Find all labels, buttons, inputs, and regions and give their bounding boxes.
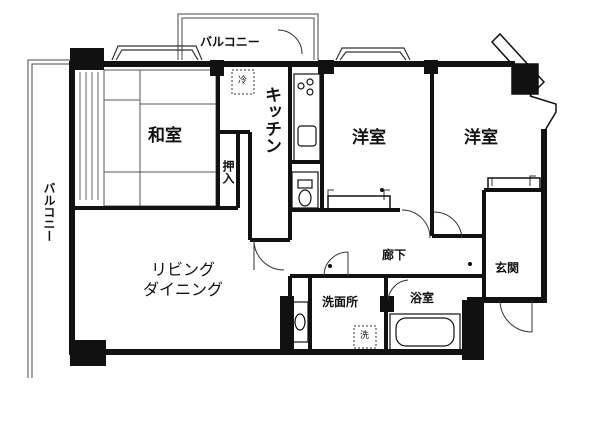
interior-walls	[72, 64, 544, 352]
fridge-space	[231, 69, 255, 95]
windows	[111, 45, 411, 61]
bay-window	[490, 32, 557, 133]
room-roka-label: 廊下	[382, 248, 407, 262]
balcony-top-label: バルコニー	[200, 35, 260, 49]
room-senmenjo-label: 洗面所	[322, 295, 359, 309]
door-swings	[253, 29, 536, 333]
pillars	[70, 48, 484, 366]
closets	[327, 177, 541, 211]
living-line-1: リビング	[150, 260, 215, 279]
room-yoshitsu-left-label: 洋室	[352, 128, 386, 148]
small-marks	[328, 188, 472, 268]
side-balcony	[27, 59, 70, 378]
wash-basin	[291, 301, 309, 343]
laundry-mark: 洗	[360, 331, 370, 341]
room-genkan-label: 玄関	[495, 261, 520, 275]
room-yoshitsu-right-label: 洋室	[464, 128, 498, 148]
kitchen-fixtures	[293, 73, 321, 163]
fridge-mark: 冷	[238, 76, 248, 86]
shoji-lines	[79, 72, 99, 200]
room-oshiire-label: 押入	[221, 160, 235, 184]
top-balcony	[177, 13, 319, 60]
toilet	[291, 171, 319, 209]
room-yokushitsu-label: 浴室	[410, 291, 435, 305]
living-line-2: ダイニング	[142, 280, 223, 299]
room-living-label: リビング ダイニング	[128, 260, 238, 300]
washer-space	[353, 325, 377, 349]
balcony-side-label: バルコニー	[42, 182, 56, 242]
room-kitchen-label: キッチン	[261, 86, 281, 154]
bathtub	[389, 313, 461, 351]
room-washitsu-label: 和室	[148, 126, 182, 146]
